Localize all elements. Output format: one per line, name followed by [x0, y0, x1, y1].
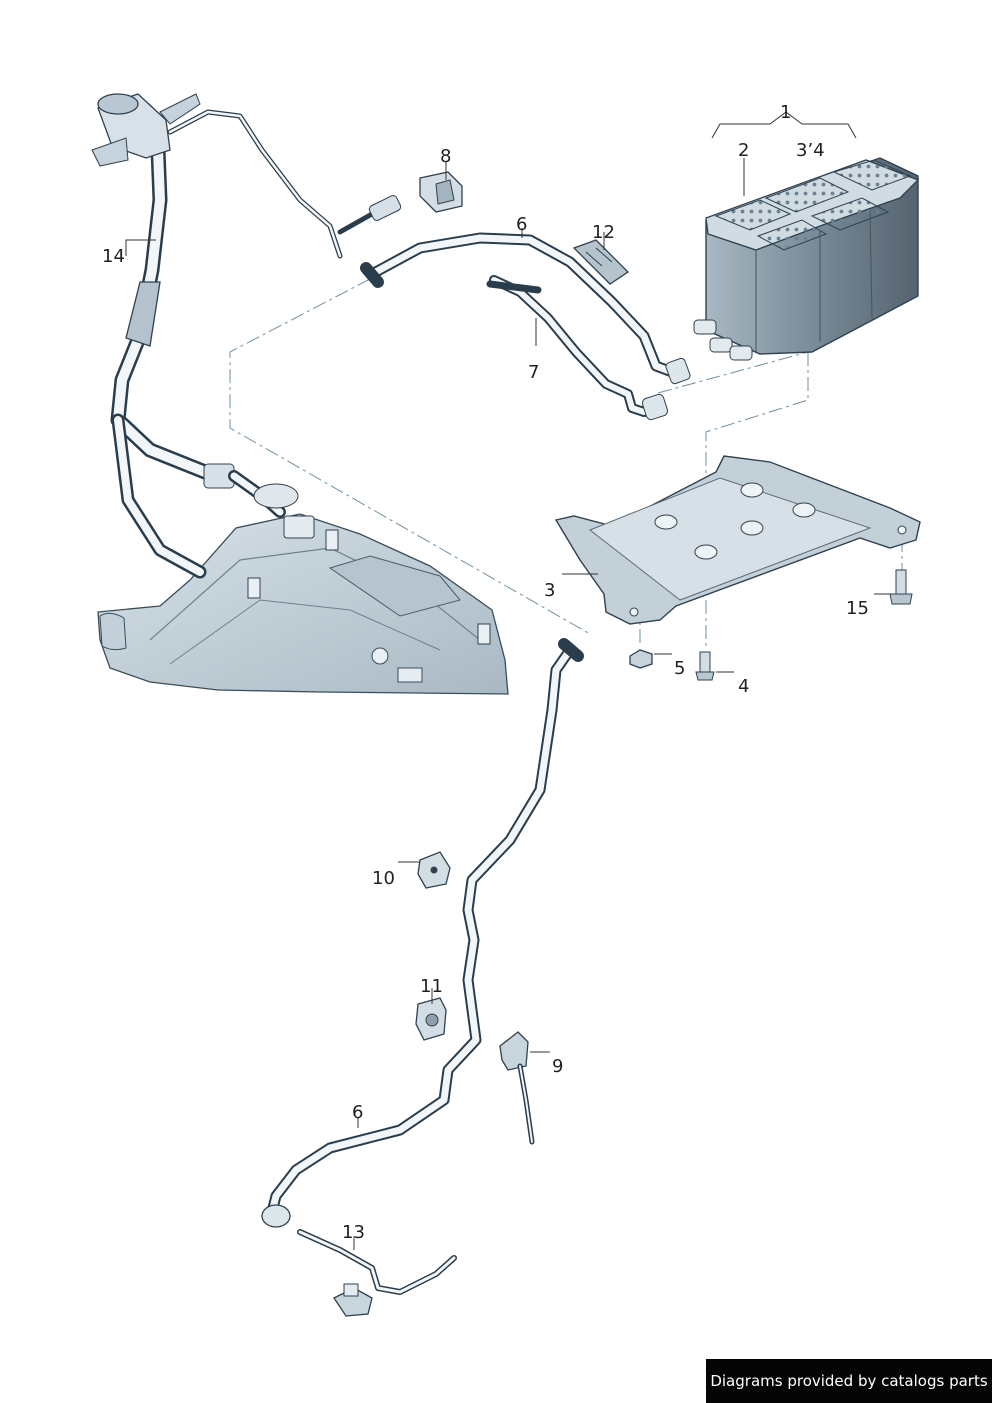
callout-4: 4	[738, 676, 749, 697]
leader-lines	[125, 111, 890, 1250]
carbon-canister	[693, 157, 920, 361]
nut-5	[629, 649, 653, 669]
callout-11: 11	[420, 976, 443, 997]
filler-neck	[91, 93, 402, 579]
clamp-11	[415, 997, 447, 1041]
callout-15: 15	[846, 598, 869, 619]
line-7	[486, 275, 669, 421]
clip-8	[419, 171, 463, 213]
tank-stud	[247, 529, 491, 645]
callout-5: 5	[674, 658, 685, 679]
callout-1: 1	[780, 102, 791, 123]
callout-6-lower: 6	[352, 1102, 363, 1123]
callout-13: 13	[342, 1222, 365, 1243]
callout-3-4: 3’4	[796, 140, 825, 161]
callout-14: 14	[102, 246, 125, 267]
line-13	[297, 1229, 457, 1317]
callout-9: 9	[552, 1056, 563, 1077]
callout-labels: 1 2 3’4 3 4 5 6 6 7 8 9 10 11 12 13 14 1…	[102, 102, 869, 1243]
attribution-badge: Diagrams provided by catalogs parts	[706, 1359, 992, 1403]
callout-7: 7	[528, 362, 539, 383]
bolt-4	[695, 651, 715, 681]
fuel-tank	[97, 513, 509, 695]
plate-hole	[629, 482, 907, 617]
clip-10	[417, 851, 451, 889]
bolt-15	[889, 569, 913, 605]
bracket-plate	[554, 455, 921, 625]
holder-9	[499, 1031, 535, 1145]
hose-6-upper	[360, 232, 691, 385]
callout-12: 12	[592, 222, 615, 243]
callout-8: 8	[440, 146, 451, 167]
callout-3: 3	[544, 580, 555, 601]
canister-port	[693, 319, 753, 361]
callout-2: 2	[738, 140, 749, 161]
hose-6-lower	[261, 638, 584, 1228]
holder-12	[572, 239, 630, 285]
callout-10: 10	[372, 868, 395, 889]
callout-6-upper: 6	[516, 214, 527, 235]
